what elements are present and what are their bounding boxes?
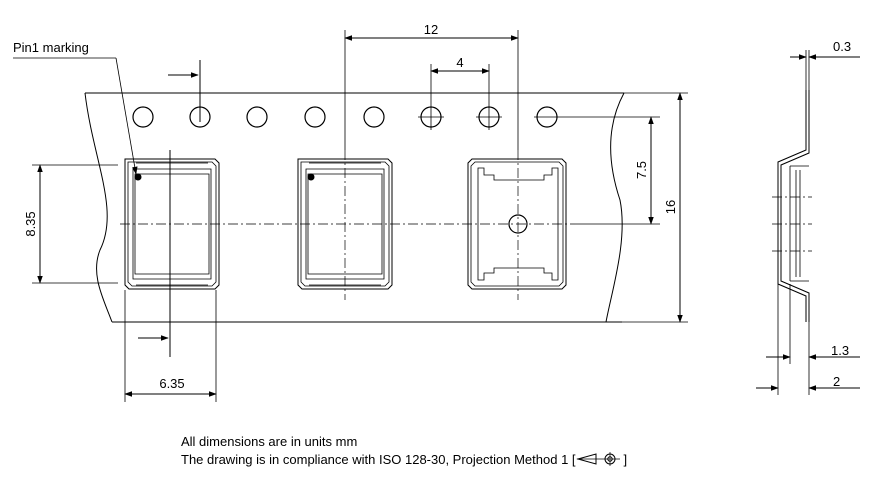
dim-pocket-offset: 7.5 [634,161,649,179]
dim-cover-depth: 1.3 [831,343,849,358]
first-angle-projection-icon [575,452,620,466]
compliance-text-end: ] [623,452,628,467]
sprocket-hole [304,106,326,128]
carrier-tape [84,92,625,323]
dim-tape-width: 16 [663,200,678,214]
dim-total-depth: 2 [833,374,840,389]
dim-pocket-length: 8.35 [23,211,38,236]
sprocket-hole [132,106,154,128]
compliance-note: The drawing is in compliance with ISO 12… [181,452,627,467]
dim-hole-pitch: 4 [456,55,463,70]
dim-pocket-width: 6.35 [159,376,184,391]
pin1-dot [134,173,142,181]
compliance-text: The drawing is in compliance with ISO 12… [181,452,576,467]
pocket-2 [297,158,393,290]
pocket-1 [124,158,220,290]
side-view [772,90,812,322]
dim-thickness: 0.3 [833,39,851,54]
units-note: All dimensions are in units mm [181,434,358,449]
pin1-label: Pin1 marking [13,40,89,55]
dim-pocket-pitch: 12 [424,22,438,37]
sprocket-hole [363,106,385,128]
sprocket-hole [246,106,268,128]
pin1-dot [307,173,315,181]
